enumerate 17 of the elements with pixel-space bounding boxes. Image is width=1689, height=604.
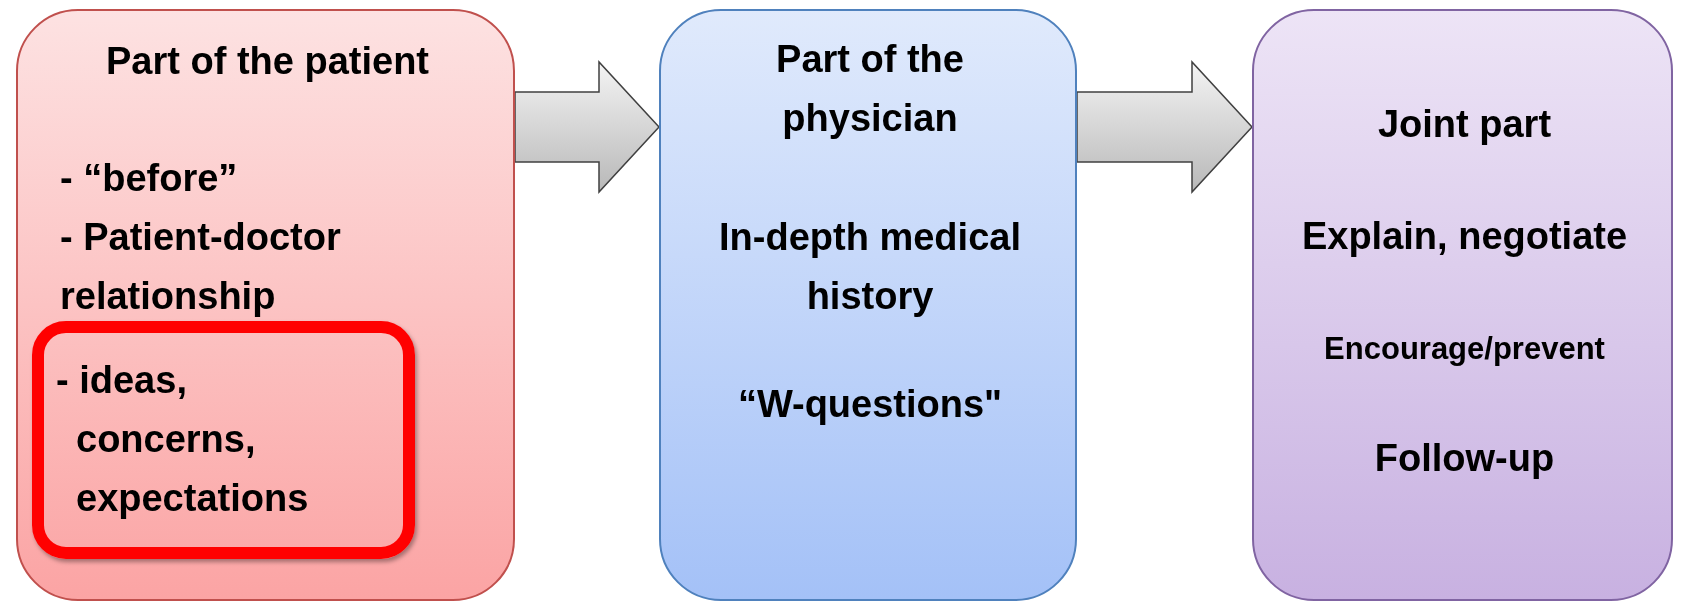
list-item: - Patient-doctor relationship: [60, 215, 342, 319]
body-text: Explain, negotiate: [1300, 214, 1629, 259]
list-item: - ideas, concerns, expectations: [56, 358, 310, 521]
body-text: “W-questions": [736, 382, 1004, 427]
highlight-box: [32, 321, 415, 559]
heading-text: Part of the physician: [775, 37, 965, 141]
body-text: Follow-up: [1373, 436, 1556, 481]
stage-box: [1252, 9, 1673, 601]
body-text: Encourage/prevent: [1323, 330, 1606, 368]
stage-box: [16, 9, 515, 601]
heading-text: Part of the patient: [105, 39, 430, 84]
stage-box: [659, 9, 1077, 601]
heading-text: Joint part: [1376, 102, 1553, 147]
body-text: In-depth medical history: [718, 215, 1022, 319]
block-arrow: [514, 60, 661, 194]
list-item: - “before”: [60, 156, 239, 201]
block-arrow: [1076, 60, 1254, 194]
